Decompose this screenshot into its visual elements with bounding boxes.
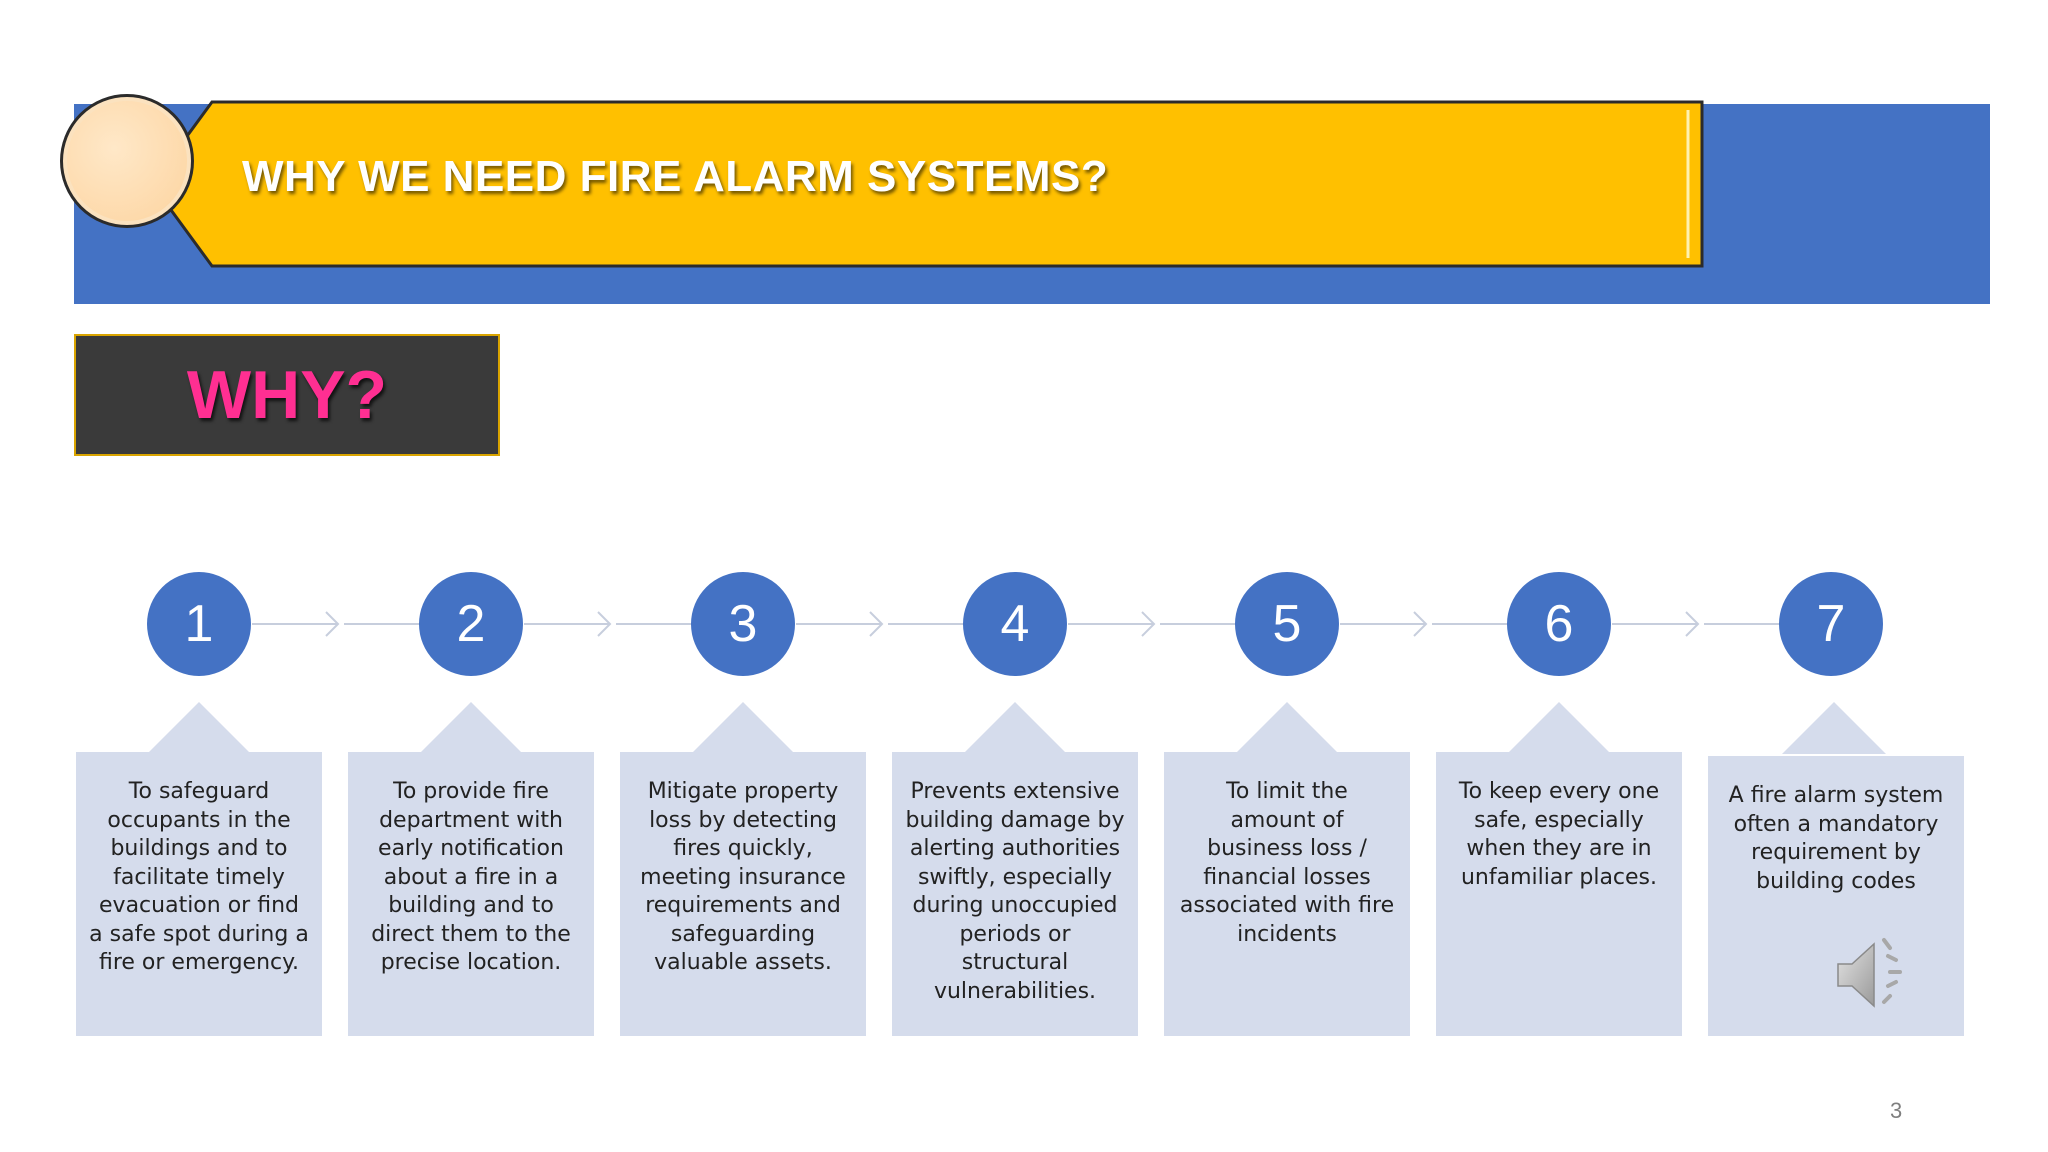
step-pointer-1 — [147, 702, 251, 754]
step-number-6: 6 — [1507, 572, 1611, 676]
step-pointer-3 — [691, 702, 795, 754]
step-pointer-4 — [963, 702, 1067, 754]
step-text-6: To keep every one safe, especially when … — [1458, 779, 1660, 890]
step-text-1: To safeguard occupants in the buildings … — [89, 779, 309, 975]
step-text-5: To limit the amount of business loss / f… — [1179, 779, 1395, 947]
speaker-icon[interactable] — [1834, 936, 1914, 1014]
step-text-4: Prevents extensive building damage by al… — [905, 779, 1125, 1004]
step-card-4: Prevents extensive building damage by al… — [892, 752, 1138, 1036]
step-card-2: To provide fire department with early no… — [348, 752, 594, 1036]
step-card-1: To safeguard occupants in the buildings … — [76, 752, 322, 1036]
step-text-3: Mitigate property loss by detecting fire… — [640, 779, 846, 975]
step-card-5: To limit the amount of business loss / f… — [1164, 752, 1410, 1036]
step-card-3: Mitigate property loss by detecting fire… — [620, 752, 866, 1036]
step-pointer-7 — [1782, 702, 1886, 754]
step-card-7: A fire alarm system often a mandatory re… — [1708, 756, 1964, 1036]
why-label: WHY? — [186, 357, 388, 433]
step-number-5: 5 — [1235, 572, 1339, 676]
step-number-2: 2 — [419, 572, 523, 676]
title-badge-circle — [60, 94, 194, 228]
page-number: 3 — [1890, 1098, 1903, 1123]
step-number-1: 1 — [147, 572, 251, 676]
step-pointer-2 — [419, 702, 523, 754]
step-number-3: 3 — [691, 572, 795, 676]
step-card-6: To keep every one safe, especially when … — [1436, 752, 1682, 1036]
page-title: WHY WE NEED FIRE ALARM SYSTEMS? — [242, 152, 1109, 201]
step-text-7: A fire alarm system often a mandatory re… — [1728, 783, 1944, 894]
step-pointer-5 — [1235, 702, 1339, 754]
step-text-2: To provide fire department with early no… — [371, 779, 571, 975]
step-pointer-6 — [1507, 702, 1611, 754]
why-box: WHY? — [74, 334, 500, 456]
step-number-7: 7 — [1779, 572, 1883, 676]
step-number-4: 4 — [963, 572, 1067, 676]
